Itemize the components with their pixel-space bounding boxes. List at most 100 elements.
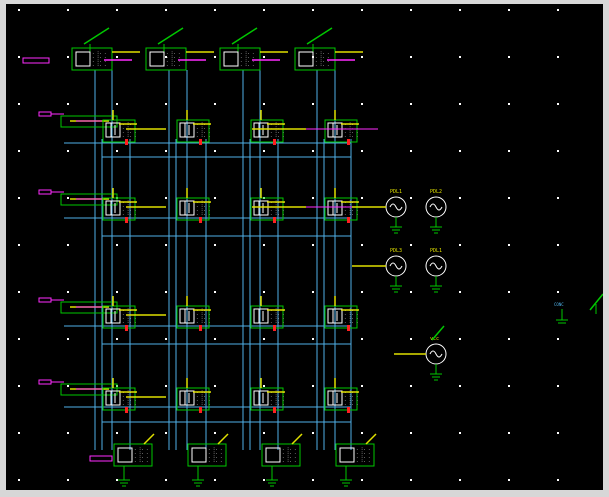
driver-antenna [83, 27, 110, 45]
grid-dot [361, 56, 363, 58]
array-cell-r2c4[interactable] [324, 197, 358, 221]
array-cell-r3c2[interactable] [176, 305, 210, 329]
cell-pin-marker [347, 139, 350, 145]
pin-text: . :. . [134, 454, 148, 459]
cell-body [105, 200, 121, 216]
grid-dot [214, 291, 216, 293]
pin-text: . :. . [196, 129, 210, 134]
pin-text: . :. . [134, 450, 148, 455]
grid-dot [214, 479, 216, 481]
grid-dot [116, 150, 118, 152]
grid-dot [18, 432, 20, 434]
wordline-driver-2[interactable] [60, 193, 118, 206]
cell-pin-marker [347, 407, 350, 413]
source-sine [389, 203, 403, 211]
row-input-pin[interactable] [38, 379, 52, 385]
schematic-canvas[interactable]: . :. .. :. .. :. .. :. .. :. .. :. .. :.… [6, 4, 603, 490]
array-cell-r2c2[interactable] [176, 197, 210, 221]
cell-body [179, 122, 195, 138]
grid-dot [165, 244, 167, 246]
grid-dot [508, 9, 510, 11]
grid-dot [459, 385, 461, 387]
grid-dot [508, 385, 510, 387]
grid-dot [116, 9, 118, 11]
array-cell-r3c4[interactable] [324, 305, 358, 329]
grid-dot [508, 338, 510, 340]
array-cell-r4c3[interactable] [250, 387, 284, 411]
driver-antenna [157, 27, 184, 45]
pin-text: . :. . [166, 62, 180, 67]
cell-body [179, 200, 195, 216]
grid-dot [361, 479, 363, 481]
grid-dot [410, 244, 412, 246]
grid-dot [263, 150, 265, 152]
pin-text: . :. . [282, 454, 296, 459]
sense-amp-1[interactable] [113, 443, 153, 467]
input-pin-bottom[interactable] [89, 455, 113, 462]
grid-dot [459, 479, 461, 481]
pin-text: . :. . [344, 203, 358, 208]
bitline-driver-4[interactable] [294, 47, 336, 71]
grid-dot [557, 479, 559, 481]
array-cell-r2c1[interactable] [102, 197, 136, 221]
cell-body [253, 390, 269, 406]
sense-amp-3[interactable] [261, 443, 301, 467]
row-input-pin[interactable] [38, 111, 52, 117]
cell-pin-marker [125, 325, 128, 331]
wordline-driver-3[interactable] [60, 301, 118, 314]
bitline-driver-1[interactable] [71, 47, 113, 71]
array-cell-r4c2[interactable] [176, 387, 210, 411]
array-cell-r3c3[interactable] [250, 305, 284, 329]
grid-dot [263, 9, 265, 11]
grid-dot [508, 197, 510, 199]
grid-dot [459, 244, 461, 246]
sense-amp-2[interactable] [187, 443, 227, 467]
grid-dot [410, 432, 412, 434]
grid-dot [214, 103, 216, 105]
bitline-driver-3[interactable] [219, 47, 261, 71]
cell-pin-marker [125, 217, 128, 223]
grid-dot [557, 244, 559, 246]
bitline-driver-2[interactable] [145, 47, 187, 71]
array-cell-r1c4[interactable] [324, 119, 358, 143]
driver-antenna [306, 27, 333, 45]
sense-amp-4[interactable] [335, 443, 375, 467]
sense-top-pin [143, 433, 155, 445]
row-input-pin[interactable] [38, 189, 52, 195]
array-cell-r2c3[interactable] [250, 197, 284, 221]
pin-text: . :. . [240, 54, 254, 59]
pin-text: . :. . [240, 58, 254, 63]
grid-dot [508, 244, 510, 246]
array-cell-r1c3[interactable] [250, 119, 284, 143]
grid-dot [116, 244, 118, 246]
array-cell-r1c1[interactable] [102, 119, 136, 143]
wordline-driver-1[interactable] [60, 115, 118, 128]
cell-pin-marker [199, 217, 202, 223]
pin-text: . :. . [270, 133, 284, 138]
grid-dot [557, 338, 559, 340]
grid-dot [214, 338, 216, 340]
source-sine [389, 262, 403, 270]
grid-dot [67, 432, 69, 434]
grid-dot [67, 197, 69, 199]
input-pin-top[interactable] [22, 57, 50, 64]
source-label: vcc [430, 336, 439, 342]
array-cell-r1c2[interactable] [176, 119, 210, 143]
schematic-drawing[interactable]: . :. .. :. .. :. .. :. .. :. .. :. .. :.… [6, 4, 603, 490]
cell-body [327, 122, 343, 138]
array-cell-r3c1[interactable] [102, 305, 136, 329]
array-cell-r4c1[interactable] [102, 387, 136, 411]
grid-dot [165, 9, 167, 11]
grid-dot [508, 103, 510, 105]
grid-dot [67, 150, 69, 152]
pin-text: . :. . [282, 450, 296, 455]
array-cell-r4c4[interactable] [324, 387, 358, 411]
pin-text: . :. . [92, 58, 106, 63]
wordline-driver-4[interactable] [60, 383, 118, 396]
grid-dot [459, 291, 461, 293]
grid-dot [557, 385, 559, 387]
row-input-pin[interactable] [38, 297, 52, 303]
grid-dot [67, 291, 69, 293]
pin-text: . :. . [122, 203, 136, 208]
